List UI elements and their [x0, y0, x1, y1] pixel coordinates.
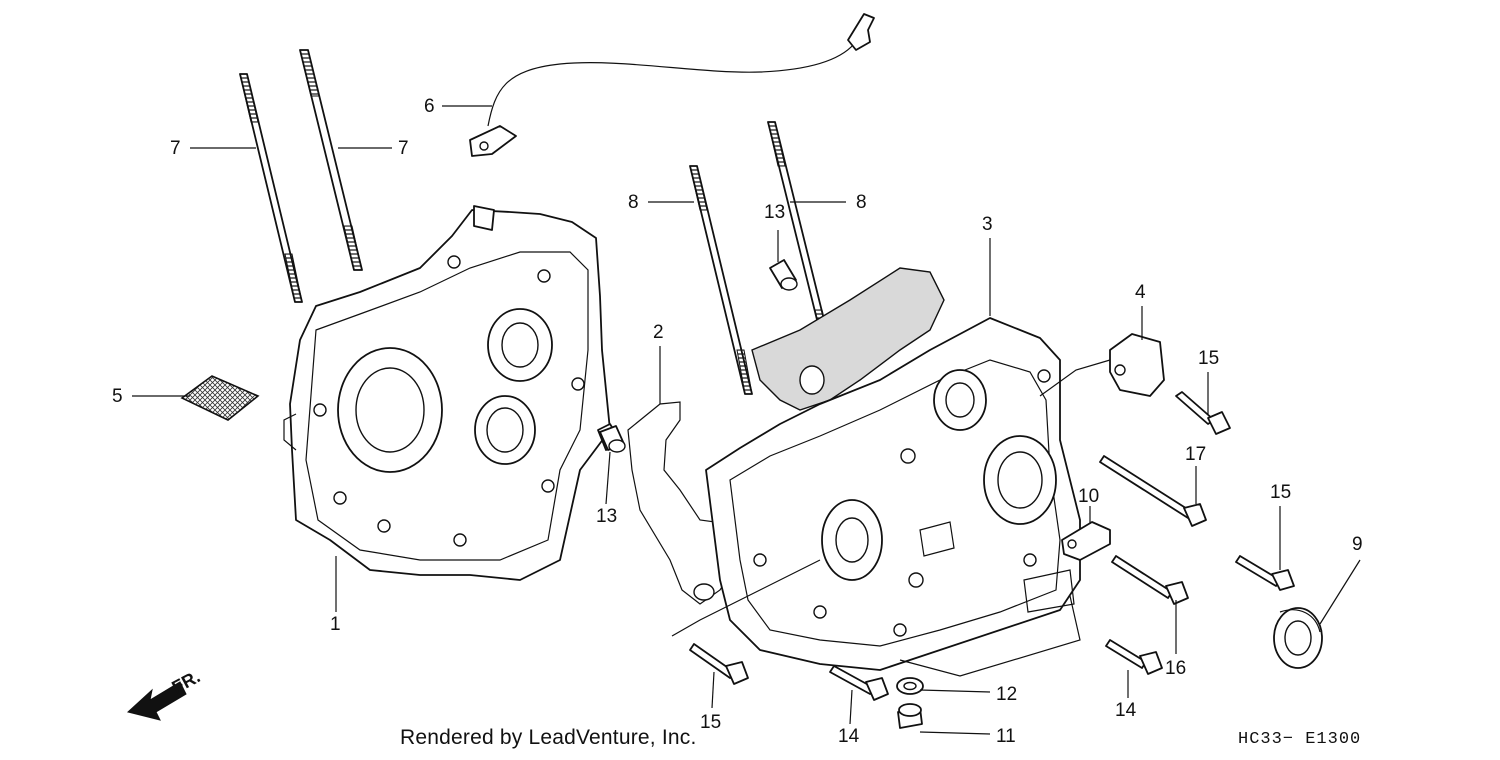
bolt-15-bottom[interactable]: [689, 643, 749, 685]
callout-12: 12: [996, 684, 1017, 705]
bolt-14-right[interactable]: [1105, 639, 1163, 675]
bolt-17[interactable]: [1099, 455, 1207, 527]
bolt-14-lower[interactable]: [829, 665, 889, 701]
callout-10: 10: [1078, 486, 1099, 507]
callout-7-left: 7: [170, 138, 181, 159]
right-crankcase-3[interactable]: [705, 267, 1081, 671]
callout-9: 9: [1352, 534, 1363, 555]
cover-plate-4[interactable]: [1109, 333, 1165, 397]
bolt-16[interactable]: [1111, 555, 1189, 605]
arrow-icon: [126, 681, 187, 721]
drain-plug-11[interactable]: [897, 703, 923, 729]
callout-14-bottom: 14: [838, 726, 860, 747]
callout-15-middle: 15: [1270, 482, 1291, 503]
callout-6: 6: [424, 96, 435, 117]
render-credit: Rendered by LeadVenture, Inc.: [400, 726, 697, 749]
diagram-code: HC33− E1300: [1238, 730, 1362, 749]
stud-bolt-8-left[interactable]: [689, 165, 753, 395]
callout-3: 3: [982, 214, 993, 235]
callout-17: 17: [1185, 444, 1206, 465]
callout-1: 1: [330, 614, 341, 635]
callout-15-bottom: 15: [700, 712, 721, 733]
front-direction-arrow: FR.: [126, 666, 203, 721]
bolt-15-lower[interactable]: [1235, 555, 1295, 591]
wire-harness-6[interactable]: [469, 13, 875, 157]
callout-11: 11: [996, 726, 1016, 747]
callout-13-left: 13: [596, 506, 617, 527]
callout-5: 5: [112, 386, 123, 407]
dowel-pin-13-top[interactable]: [769, 259, 798, 291]
washer-12[interactable]: [896, 677, 924, 695]
left-crankcase-1[interactable]: [283, 205, 621, 581]
bracket-10[interactable]: [1061, 521, 1111, 561]
callout-15-upper: 15: [1198, 348, 1219, 369]
dowel-pin-13-left[interactable]: [599, 425, 626, 453]
leader-lines: [132, 105, 1361, 735]
callout-13-top: 13: [764, 202, 785, 223]
callout-14-right: 14: [1115, 700, 1137, 721]
callout-2: 2: [653, 322, 664, 343]
stud-bolt-7-right[interactable]: [299, 49, 363, 271]
callout-8-left: 8: [628, 192, 639, 213]
callout-7-right: 7: [398, 138, 409, 159]
bolt-15-upper[interactable]: [1175, 391, 1231, 435]
callout-labels: 7 7 6 5 8 8 13 3 2 4 15 17 15 10 9 13 1 …: [112, 96, 1363, 747]
callout-8-right: 8: [856, 192, 867, 213]
oil-strainer-screen-5[interactable]: [180, 375, 260, 421]
callout-4: 4: [1135, 282, 1146, 303]
oil-seal-9[interactable]: [1273, 607, 1323, 669]
callout-16: 16: [1165, 658, 1186, 679]
stud-bolt-7-left[interactable]: [239, 73, 303, 303]
